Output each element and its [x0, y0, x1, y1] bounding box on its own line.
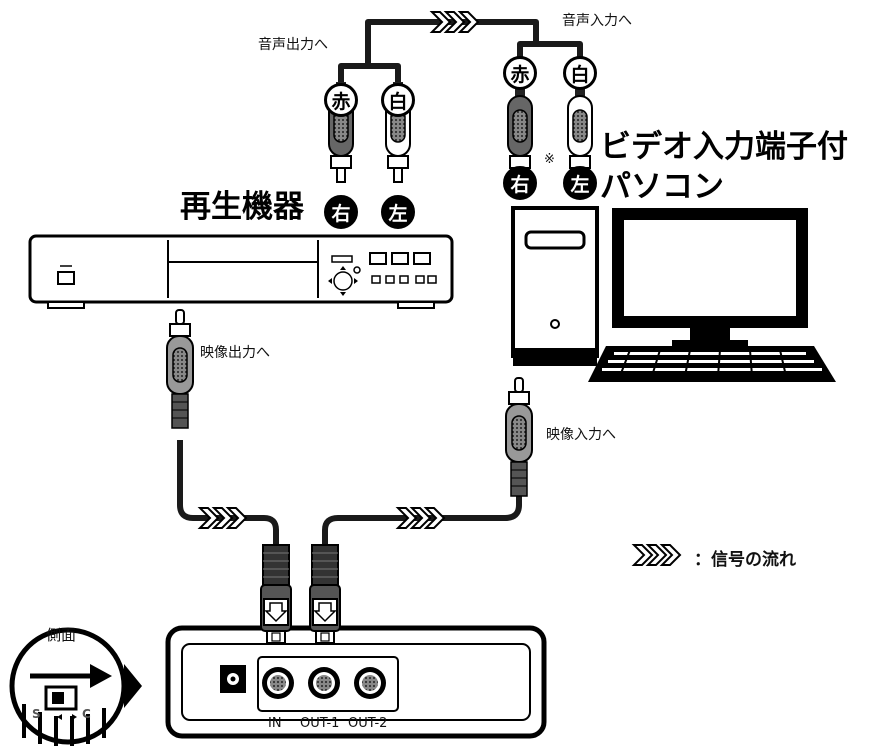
video-in-label: 映像入力へ [546, 427, 616, 443]
white-marker-out: 白 [381, 83, 415, 117]
player-title: 再生機器 [180, 189, 304, 225]
video-plug-in [505, 377, 533, 497]
legend-label: ：信号の流れ [694, 550, 796, 570]
pc-title-line2: パソコン [600, 169, 724, 205]
legend-arrow-icon [633, 544, 681, 566]
left-marker-player: 左 [381, 195, 415, 229]
side-view-label: 側面 [46, 626, 77, 644]
note-mark: ※ [544, 152, 555, 167]
video-out-label: 映像出力へ [200, 345, 270, 361]
audio-in-label: 音声入力へ [562, 13, 632, 29]
video-plug-out [166, 309, 194, 429]
switch-s-label: S [32, 707, 41, 721]
pc-monitor [612, 208, 808, 346]
player-device [28, 234, 454, 309]
audio-out-label: 音声出力へ [258, 37, 328, 53]
port-in-label: IN [268, 716, 282, 731]
switch-c-label: C [82, 707, 91, 721]
pc-title-line1: ビデオ入力端子付 [600, 129, 848, 165]
power-button [57, 271, 75, 285]
converter-plug-out [309, 544, 341, 644]
port-out-2 [354, 667, 386, 699]
red-marker-in: 赤 [503, 56, 537, 90]
port-out1-label: OUT-1 [300, 716, 340, 731]
video-cable-from-player [177, 440, 279, 545]
right-marker-pc: 右 [503, 166, 537, 200]
port-out2-label: OUT-2 [348, 716, 388, 731]
side-view-inset [9, 627, 142, 746]
port-out-1 [308, 667, 340, 699]
left-marker-pc: 左 [563, 166, 597, 200]
pc-tower [511, 206, 599, 366]
white-marker-in: 白 [563, 56, 597, 90]
keyboard [588, 346, 836, 382]
port-in [262, 667, 294, 699]
red-marker-out: 赤 [324, 83, 358, 117]
jog-dial [333, 271, 353, 291]
right-marker-player: 右 [324, 195, 358, 229]
converter-plug-in [260, 544, 292, 644]
converter-box [165, 625, 547, 739]
